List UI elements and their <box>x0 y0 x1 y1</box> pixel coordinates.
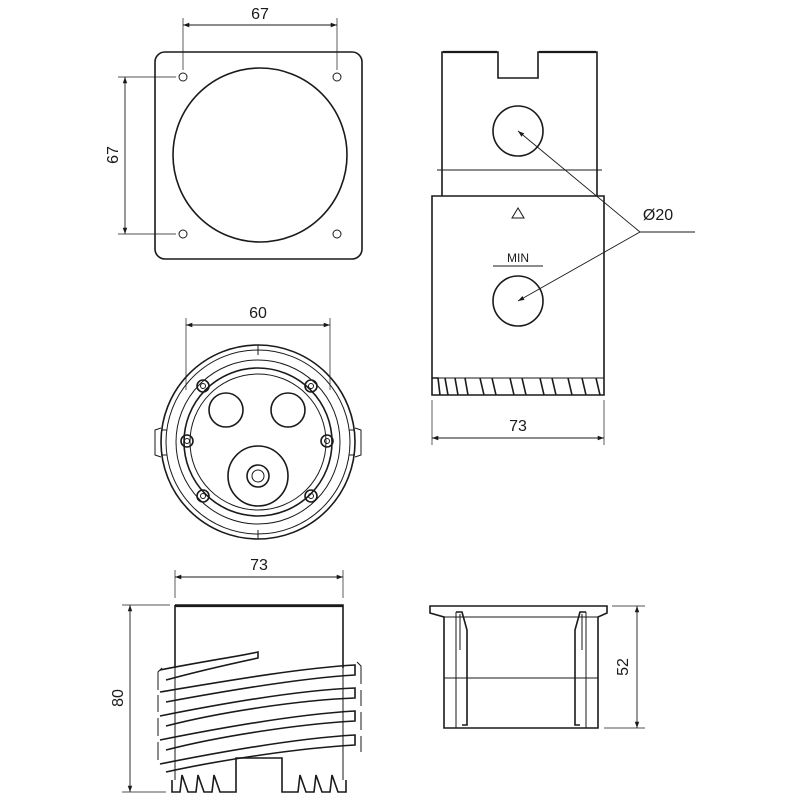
screw-thread-view: 73 80 <box>110 557 362 793</box>
min-label: MIN <box>507 251 529 265</box>
dim-screw-view-width: 73 <box>250 557 268 574</box>
dim-top-view-width: 67 <box>251 6 269 23</box>
dim-bottom-view-width: 60 <box>249 305 267 322</box>
dim-hole-diameter: Ø20 <box>643 207 673 224</box>
dim-top-view-height: 67 <box>105 146 122 164</box>
triangle-mark-icon <box>511 207 525 219</box>
box-bottom-view: 60 <box>154 305 362 540</box>
box-side-view: MIN Ø20 73 <box>431 50 695 445</box>
box-section-view: 52 <box>429 605 645 729</box>
dim-section-view-height: 52 <box>615 658 632 676</box>
dim-side-view-width: 73 <box>509 418 527 435</box>
flange-top-view: 67 67 <box>105 6 363 260</box>
dim-screw-view-height: 80 <box>110 689 127 707</box>
screw-icon <box>180 379 334 503</box>
